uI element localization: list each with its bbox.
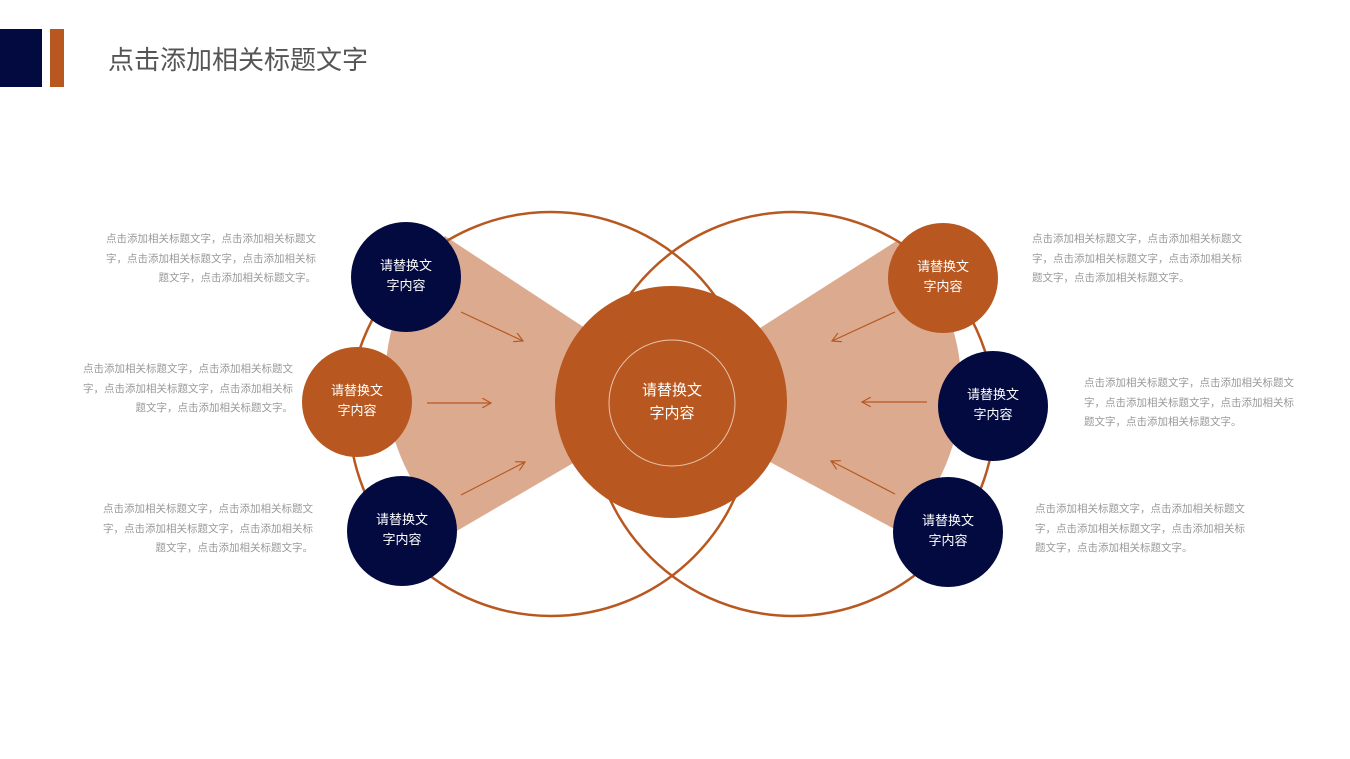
- label-line: 请替换文: [966, 388, 1019, 403]
- navy-accent-bar: [0, 29, 42, 87]
- node-circle-right-top[interactable]: [888, 223, 998, 333]
- node-circle-right-middle[interactable]: [938, 351, 1048, 461]
- label-line: 请替换文: [379, 259, 432, 274]
- label-line: 字内容: [973, 408, 1013, 423]
- arrow: [460, 311, 523, 341]
- label-line: 请替换文: [330, 384, 383, 399]
- arrow: [831, 461, 896, 495]
- node-label: 请替换文字内容: [351, 257, 461, 297]
- node-label: 请替换文字内容: [302, 382, 412, 422]
- label-line: 请替换文: [921, 514, 974, 529]
- description-right-top[interactable]: 点击添加相关标题文字，点击添加相关标题文字，点击添加相关标题文字，点击添加相关标…: [1032, 233, 1242, 284]
- node-label: 请替换文字内容: [347, 511, 457, 551]
- label-line: 字内容: [337, 404, 377, 419]
- node-circle-left-bottom[interactable]: [347, 476, 457, 586]
- description-left-middle[interactable]: 点击添加相关标题文字，点击添加相关标题文字，点击添加相关标题文字，点击添加相关标…: [83, 363, 293, 414]
- label-line: 字内容: [923, 280, 963, 295]
- label-line: 字内容: [382, 533, 422, 548]
- node-circle-left-middle[interactable]: [302, 347, 412, 457]
- label-line: 字内容: [386, 279, 426, 294]
- description-right-middle[interactable]: 点击添加相关标题文字，点击添加相关标题文字，点击添加相关标题文字，点击添加相关标…: [1084, 377, 1294, 428]
- arrow: [460, 462, 525, 496]
- node-label: 请替换文字内容: [888, 258, 998, 298]
- description-left-bottom[interactable]: 点击添加相关标题文字，点击添加相关标题文字，点击添加相关标题文字，点击添加相关标…: [103, 503, 313, 554]
- label-line: 字内容: [928, 534, 968, 549]
- label-line: 请替换文: [375, 513, 428, 528]
- center-label: 请替换文 字内容: [592, 379, 752, 425]
- page-title[interactable]: 点击添加相关标题文字: [108, 46, 369, 76]
- label-line: 请替换文: [641, 381, 702, 399]
- description-left-top[interactable]: 点击添加相关标题文字，点击添加相关标题文字，点击添加相关标题文字，点击添加相关标…: [106, 233, 316, 284]
- center-inner-ring: [608, 339, 736, 467]
- label-line: 字内容: [649, 404, 695, 422]
- node-circle-left-top[interactable]: [351, 222, 461, 332]
- description-right-bottom[interactable]: 点击添加相关标题文字，点击添加相关标题文字，点击添加相关标题文字，点击添加相关标…: [1035, 503, 1245, 554]
- node-circle-right-bottom[interactable]: [893, 477, 1003, 587]
- node-label: 请替换文字内容: [938, 386, 1048, 426]
- label-line: 请替换文: [916, 260, 969, 275]
- orange-accent-bar: [50, 29, 64, 87]
- arrow: [832, 311, 896, 341]
- center-circle[interactable]: [555, 286, 787, 518]
- node-label: 请替换文字内容: [893, 512, 1003, 552]
